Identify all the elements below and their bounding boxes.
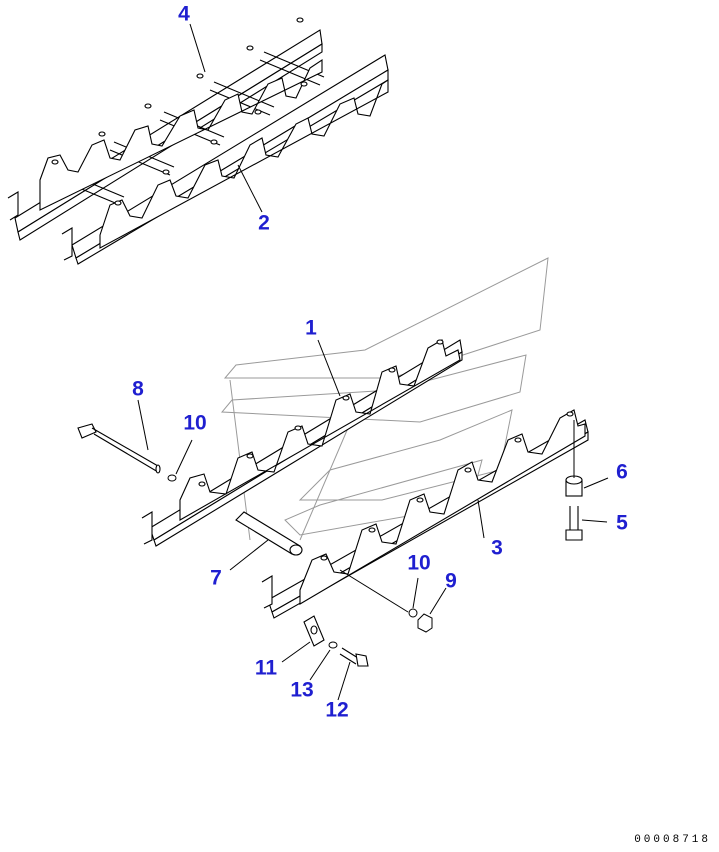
callout-13: 13	[290, 678, 314, 702]
washer-10-lower	[408, 608, 418, 618]
callout-12: 12	[325, 698, 349, 722]
callout-1: 1	[305, 316, 317, 340]
callout-10-lower: 10	[407, 551, 431, 575]
callout-4: 4	[178, 2, 190, 26]
nut-9	[417, 613, 433, 633]
top-guard-assembly	[7, 17, 389, 265]
spacer-pipe-7	[235, 511, 303, 556]
callout-9: 9	[445, 569, 457, 593]
callout-7: 7	[210, 566, 222, 590]
washer-13	[328, 641, 338, 649]
plate-11	[303, 615, 325, 647]
bolt-5	[565, 506, 583, 541]
guard-3	[261, 409, 589, 619]
guard-1	[141, 339, 463, 547]
callout-8: 8	[132, 377, 144, 401]
callout-5: 5	[616, 511, 628, 535]
callout-10-upper: 10	[183, 411, 207, 435]
bolt-8	[77, 423, 161, 474]
callout-3: 3	[491, 536, 503, 560]
callout-2: 2	[258, 211, 270, 235]
collar-6	[565, 475, 583, 497]
bolt-12	[339, 647, 369, 667]
drawing-number: 00008718	[634, 834, 711, 846]
leader-lines	[137, 23, 609, 701]
washer-10-upper	[167, 474, 177, 482]
callout-6: 6	[616, 460, 628, 484]
callout-11: 11	[254, 656, 278, 680]
